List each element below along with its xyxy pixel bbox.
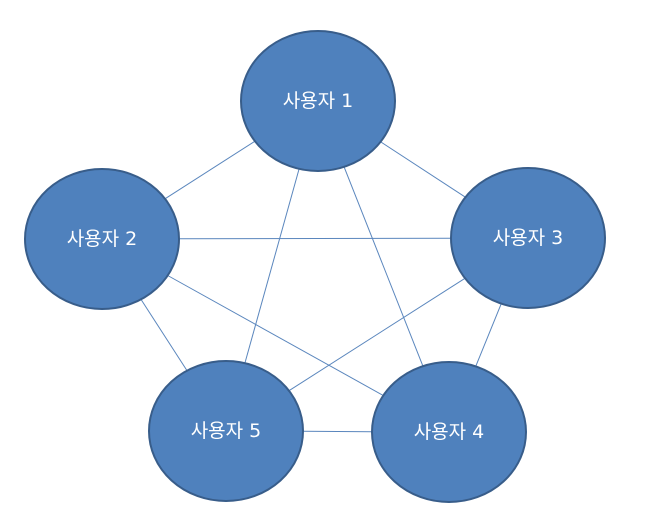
edge-n1-n2: [164, 140, 256, 200]
edges-layer: [140, 140, 502, 433]
user-node-label: 사용자 5: [191, 420, 262, 442]
user-node-ellipse: [240, 30, 396, 172]
user-node-ellipse: [148, 360, 304, 502]
edge-n1-n5: [244, 168, 300, 364]
user-node-label: 사용자 2: [67, 228, 138, 250]
user-node-ellipse: [371, 361, 527, 503]
user-node-1: 사용자 1: [240, 30, 396, 172]
edge-n1-n4: [343, 166, 424, 367]
user-node-4: 사용자 4: [371, 361, 527, 503]
user-node-ellipse: [450, 167, 606, 309]
edge-n1-n3: [380, 141, 466, 198]
user-node-ellipse: [24, 168, 180, 310]
edge-n3-n4: [475, 303, 502, 367]
user-node-3: 사용자 3: [450, 167, 606, 309]
edge-n3-n5: [288, 277, 466, 392]
user-node-2: 사용자 2: [24, 168, 180, 310]
edge-n2-n4: [167, 275, 384, 396]
edge-n2-n5: [140, 299, 188, 371]
edge-n2-n3: [178, 237, 452, 240]
nodes-layer: 사용자 1 사용자 2 사용자 3 사용자 4 사용자 5: [24, 30, 606, 503]
user-node-label: 사용자 3: [493, 227, 564, 249]
user-node-label: 사용자 1: [283, 90, 354, 112]
user-node-5: 사용자 5: [148, 360, 304, 502]
user-node-label: 사용자 4: [414, 421, 485, 443]
